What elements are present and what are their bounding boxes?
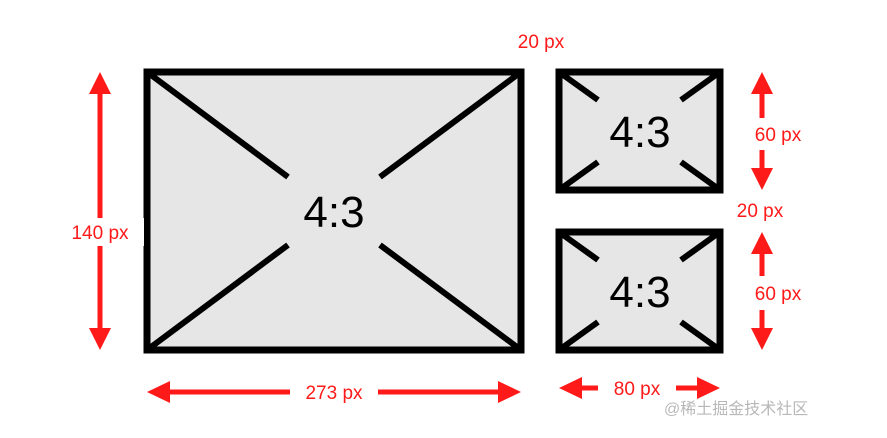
small-top-box-diagonal <box>557 159 600 193</box>
large-height-dimension: 140 px <box>56 72 144 350</box>
small-bottom-height-dimension: 60 px <box>751 232 802 350</box>
watermark: @稀土掘金技术社区 <box>664 400 808 418</box>
arrow-left-icon <box>147 381 170 403</box>
small-top-box: 4:3 <box>555 68 724 194</box>
small-top-height-label: 60 px <box>755 125 802 146</box>
large-box-ratio-label: 4:3 <box>303 188 364 237</box>
small-top-box-diagonal <box>557 69 600 103</box>
arrow-up-icon <box>89 72 111 94</box>
small-top-box-diagonal <box>679 159 722 193</box>
large-box-diagonal <box>145 242 290 353</box>
vertical-gap-label: 20 px <box>737 201 784 222</box>
small-top-box-ratio-label: 4:3 <box>609 108 670 157</box>
horizontal-gap-label: 20 px <box>518 32 565 53</box>
small-bottom-box-diagonal <box>679 319 722 353</box>
arrow-down-icon <box>89 328 111 350</box>
large-box-diagonal <box>378 242 523 353</box>
large-box: 4:3 <box>143 68 525 354</box>
small-width-dimension: 80 px <box>559 377 720 400</box>
small-top-height-dimension: 60 px <box>751 72 802 190</box>
small-bottom-box-diagonal <box>557 229 600 263</box>
label-backdrop <box>56 218 144 246</box>
arrow-right-icon <box>498 381 521 403</box>
small-width-label: 80 px <box>614 379 661 400</box>
large-box-diagonal <box>378 69 523 180</box>
arrow-down-icon <box>751 168 773 190</box>
small-bottom-box: 4:3 <box>555 228 724 354</box>
arrow-left-icon <box>559 377 582 399</box>
large-box-diagonal <box>145 69 290 180</box>
arrow-up-icon <box>751 232 773 254</box>
small-bottom-box-diagonal <box>679 229 722 263</box>
arrow-right-icon <box>697 377 720 399</box>
large-width-label: 273 px <box>305 383 363 404</box>
small-bottom-box-diagonal <box>557 319 600 353</box>
arrow-up-icon <box>751 72 773 94</box>
large-height-label: 140 px <box>71 223 129 244</box>
small-bottom-height-label: 60 px <box>755 284 802 305</box>
small-bottom-box-ratio-label: 4:3 <box>609 268 670 317</box>
arrow-down-icon <box>751 328 773 350</box>
small-top-box-diagonal <box>679 69 722 103</box>
large-width-dimension: 273 px <box>147 381 521 404</box>
